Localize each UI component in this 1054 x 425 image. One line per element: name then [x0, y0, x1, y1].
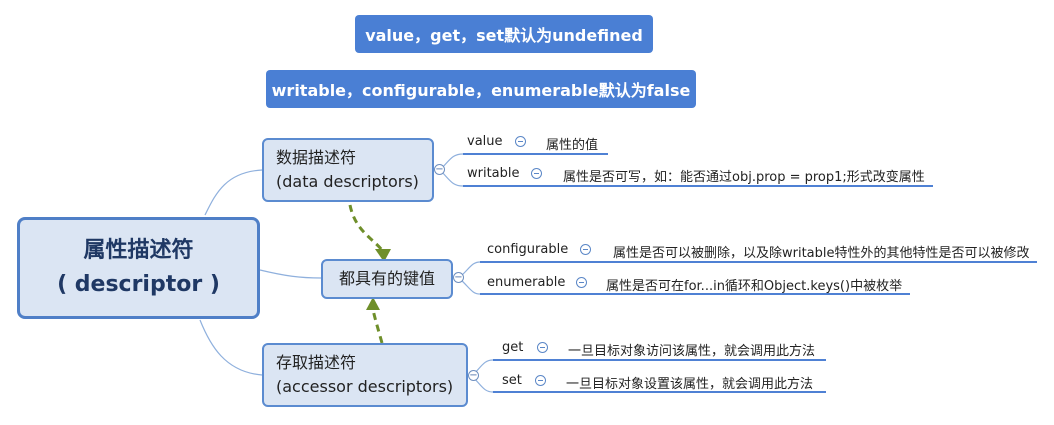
- accessor-descriptors-title: 存取描述符: [276, 353, 357, 372]
- accessor-descriptors-subtitle: (accessor descriptors): [276, 377, 454, 396]
- leaf-writable-key: writable: [467, 166, 520, 181]
- root-node[interactable]: 属性描述符 ( descriptor ): [17, 217, 260, 319]
- relation-arrowhead-2: [366, 297, 380, 310]
- leaf-configurable-desc: 属性是否可以被删除，以及除writable特性外的其他特性是否可以被修改: [613, 246, 1030, 261]
- circle-minus-icon[interactable]: [515, 136, 526, 147]
- data-descriptors-title: 数据描述符: [276, 148, 357, 167]
- leaf-get-desc: 一旦目标对象访问该属性，就会调用此方法: [568, 344, 816, 359]
- connector-root-accessor: [199, 319, 263, 376]
- leaf-enumerable-desc: 属性是否可在for...in循环和Object.keys()中被枚举: [606, 279, 903, 294]
- underline-configurable: [480, 261, 1037, 263]
- relation-arrow-accessor-to-shared: [371, 307, 384, 344]
- underline-value: [463, 153, 608, 155]
- collapse-toggle-data[interactable]: −: [434, 164, 445, 175]
- leaf-enumerable-key: enumerable: [487, 275, 566, 290]
- circle-minus-icon[interactable]: [531, 168, 542, 179]
- underline-enumerable: [480, 293, 910, 295]
- accessor-descriptors-node[interactable]: 存取描述符 (accessor descriptors): [262, 343, 468, 407]
- leaf-writable-desc: 属性是否可写，如：能否通过obj.prop = prop1;形式改变属性: [563, 170, 925, 185]
- circle-minus-icon[interactable]: [535, 375, 546, 386]
- root-subtitle: ( descriptor ): [57, 272, 220, 297]
- circle-minus-icon[interactable]: [537, 342, 548, 353]
- relation-arrowhead-1: [375, 249, 391, 262]
- connector-root-shared: [259, 269, 322, 279]
- shared-keys-title: 都具有的键值: [338, 269, 435, 288]
- leaf-value-key: value: [467, 134, 503, 149]
- leaf-value-desc: 属性的值: [546, 138, 599, 153]
- data-descriptors-subtitle: (data descriptors): [276, 172, 419, 191]
- collapse-toggle-shared[interactable]: −: [453, 272, 464, 283]
- underline-set: [493, 391, 826, 393]
- leaf-set-key: set: [502, 373, 522, 388]
- shared-keys-node[interactable]: 都具有的键值: [321, 259, 453, 299]
- note-default-undefined: value，get，set默认为undefined: [355, 15, 653, 53]
- leaf-get-key: get: [502, 340, 524, 355]
- underline-writable: [463, 185, 933, 187]
- collapse-toggle-accessor[interactable]: −: [468, 370, 479, 381]
- circle-minus-icon[interactable]: [576, 277, 587, 288]
- leaf-set-desc: 一旦目标对象设置该属性，就会调用此方法: [566, 377, 814, 392]
- note-default-false: writable，configurable，enumerable默认为false: [266, 70, 696, 108]
- underline-get: [493, 359, 826, 361]
- relation-arrow-data-to-shared: [348, 204, 384, 251]
- connector-root-data: [204, 169, 263, 216]
- data-descriptors-node[interactable]: 数据描述符 (data descriptors): [262, 138, 434, 202]
- leaf-configurable-key: configurable: [487, 242, 569, 257]
- circle-minus-icon[interactable]: [580, 244, 591, 255]
- root-title: 属性描述符: [83, 238, 194, 263]
